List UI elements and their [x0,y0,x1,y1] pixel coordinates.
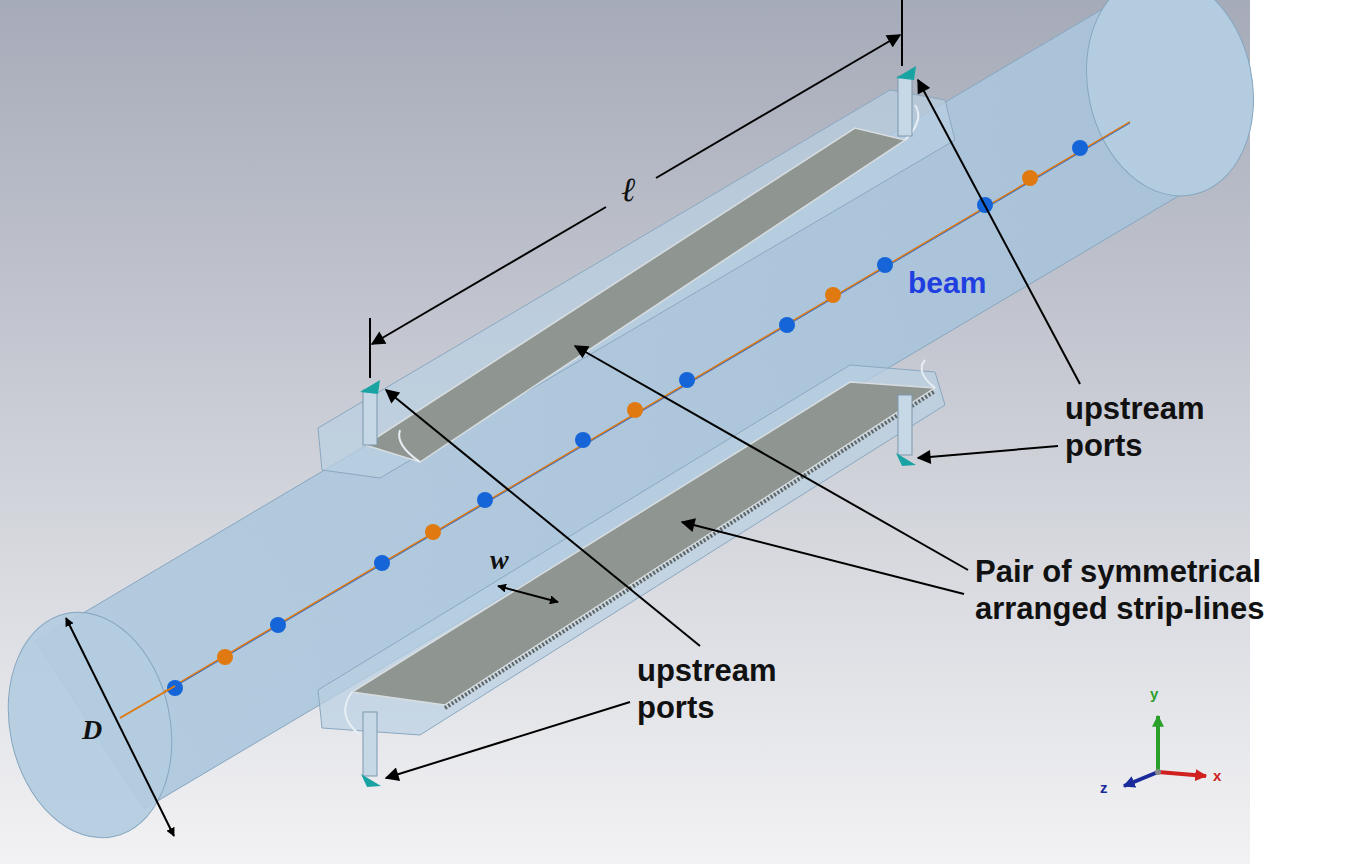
port [361,712,381,787]
length-dimension [370,0,902,378]
beam-pipe [36,1,1224,809]
width-dimension [498,586,558,602]
strip-callout: Pair of symmetrical arranged strip-lines [975,553,1340,627]
port-callout: upstream ports [1065,390,1240,464]
length-symbol: ℓ [621,172,635,206]
axis-label: x [1213,768,1221,783]
strip-housing [318,365,945,735]
port-callout: upstream ports [637,652,812,726]
port [896,66,916,136]
beam-line [120,123,1130,719]
bunches [167,140,1088,696]
pipe-end-cap [0,597,192,853]
pipe-end-cap [1067,0,1274,212]
strip-taper [399,430,420,462]
beam-line [120,686,175,718]
diameter-dimension [66,618,174,836]
strip-taper [345,692,360,735]
leader-lines [386,80,1080,778]
axis-label: z [1100,780,1108,795]
beam-line [120,122,1130,718]
beam-label: beam [908,266,986,301]
axis-triad [1124,716,1206,786]
port [360,380,380,445]
strip-taper [922,360,935,388]
background [0,0,1250,864]
axis-label: y [1150,686,1158,701]
port [896,395,916,466]
diameter-symbol: D [82,716,102,744]
width-symbol: w [490,546,509,574]
